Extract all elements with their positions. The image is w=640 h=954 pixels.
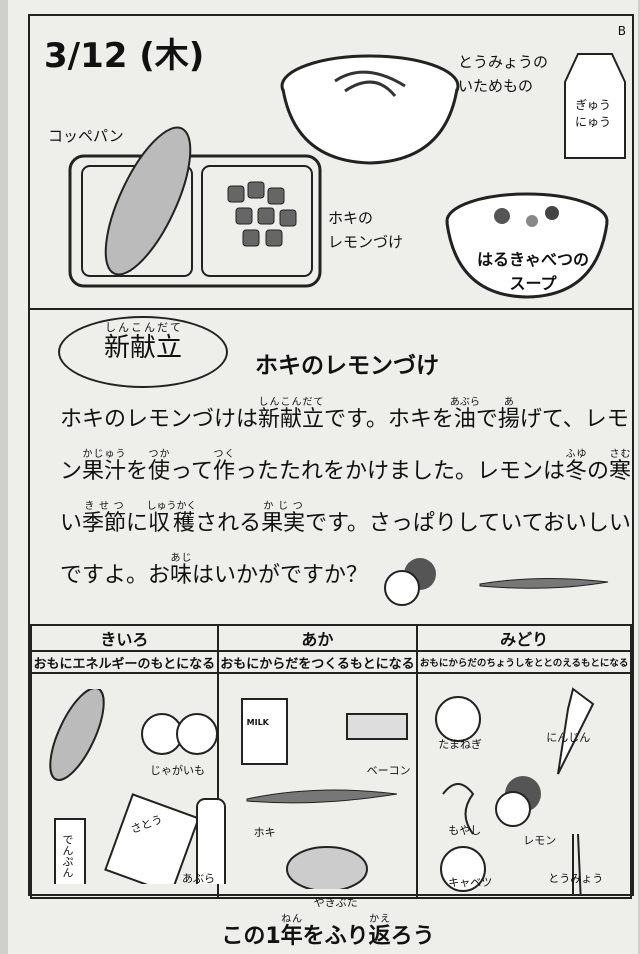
item-label: キャベツ [448, 876, 493, 889]
group-green-items: たまねぎ にんじん もやし レモン キャベツ とうみょう [416, 672, 632, 899]
description-segment: 味あじ [170, 553, 193, 588]
item-label: MILK [246, 718, 269, 727]
description-segment: ホキのレモンづけは [60, 407, 259, 432]
group-red-desc: おもにからだをつくるもとになる [216, 650, 419, 674]
group-green-header: みどり [416, 624, 632, 652]
description-segment: はいかがですか？ [192, 563, 369, 588]
furigana: さむ [609, 449, 632, 460]
description-segment: される [195, 511, 262, 536]
description-segment: げて、レモン [60, 407, 629, 484]
stirfry-bowl-illustration [280, 54, 460, 165]
description-segment: を [126, 459, 149, 484]
furigana: しんこんだて [258, 397, 325, 408]
main-dish-label: ホキのレモンづけ [328, 209, 404, 251]
description-segment: 果汁かじゅう [82, 449, 127, 484]
furigana: しゅうかく [146, 501, 197, 512]
description-segment: 揚あ [497, 397, 520, 432]
milk-label: ぎゅうにゅう [575, 98, 612, 129]
description-segment: 作つく [212, 449, 235, 484]
description-segment: 冬ふゆ [565, 449, 588, 484]
description-segment: って [170, 459, 213, 484]
date-heading: 3/12 (木) [44, 36, 205, 76]
description-segment: ったたれをかけました。レモンは [234, 459, 565, 484]
furigana: ふゆ [565, 449, 588, 460]
description-segment: の [587, 459, 610, 484]
menu-page: 3/12 (木) B コッペパン とうみょうのいためもの ぎゅうにゅう ホキのレ… [8, 0, 638, 954]
food-groups-table: きいろあかみどり おもにエネルギーのもとになるおもにからだをつくるもとになるおも… [30, 624, 632, 909]
group-red-items: MILK ベーコン ホキ やきぶた [216, 672, 419, 909]
group-yellow-desc: おもにエネルギーのもとになる [30, 650, 219, 674]
group-yellow-items: じゃがいも でんぷん さとう あぶら [30, 672, 226, 899]
description-segment: です。ホキを [324, 407, 454, 432]
description-segment: 果実かじつ [261, 501, 306, 536]
furigana: あじ [170, 553, 193, 564]
description-segment: で [475, 407, 498, 432]
item-label: とうみょう [548, 872, 604, 885]
item-label: たまねぎ [438, 738, 482, 751]
bread-label: コッペパン [48, 127, 124, 145]
item-label: ベーコン [366, 764, 411, 777]
description-segment: 使つか [148, 449, 171, 484]
item-label: もやし [448, 824, 482, 837]
item-label: レモン [523, 834, 557, 847]
item-label: じゃがいも [150, 764, 205, 777]
soup-label: はるきゃべつのスープ [476, 250, 589, 293]
new-menu-title: ホキのレモンづけ [255, 353, 439, 379]
item-label: にんじん [546, 731, 591, 744]
group-green-desc: おもにからだのちょうしをととのえるもとになる [416, 650, 632, 674]
furigana: きせつ [82, 501, 127, 512]
milk-carton-illustration [564, 53, 626, 159]
group-yellow-header: きいろ [30, 624, 219, 652]
description-segment: い [60, 511, 83, 536]
description-segment: 新献立しんこんだて [258, 397, 325, 432]
description-segment: に [126, 511, 149, 536]
furigana: かじつ [261, 501, 306, 512]
furigana: かじゅう [82, 449, 127, 460]
tray-illustration [68, 126, 322, 288]
set-mark: B [617, 24, 626, 38]
description-segment: 油あぶら [449, 397, 480, 432]
lemon-fish-illustration [384, 558, 609, 606]
group-red-header: あか [216, 624, 419, 652]
description-segment: 寒さむ [609, 449, 632, 484]
stirfry-label: とうみょうのいためもの [458, 53, 549, 95]
footer-slogan: この1年ねんをふり返かえろう [221, 914, 435, 949]
menu-frame: 3/12 (木) B コッペパン とうみょうのいためもの ぎゅうにゅう ホキのレ… [28, 14, 634, 909]
furigana: あぶら [449, 397, 480, 408]
soup-bowl-illustration [445, 192, 609, 299]
description-segment: 季節きせつ [82, 501, 127, 536]
furigana: つか [148, 449, 171, 460]
description-segment: です。さっぱりしていておいしいですよ。お [60, 511, 631, 588]
item-label: でんぷん [61, 834, 74, 878]
item-label: ホキ [253, 826, 276, 839]
furigana: あ [497, 397, 520, 408]
section-divider [30, 308, 632, 310]
description-segment: 収穫しゅうかく [146, 501, 197, 536]
new-menu-description: ホキのレモンづけは新献立しんこんだてです。ホキを油あぶらで揚あげて、レモン果汁か… [60, 394, 640, 602]
item-label: やきぶた [313, 896, 358, 909]
new-menu-bubble: 新献立しんこんだて [58, 316, 228, 388]
item-label: あぶら [182, 872, 215, 885]
furigana: つく [212, 449, 235, 460]
